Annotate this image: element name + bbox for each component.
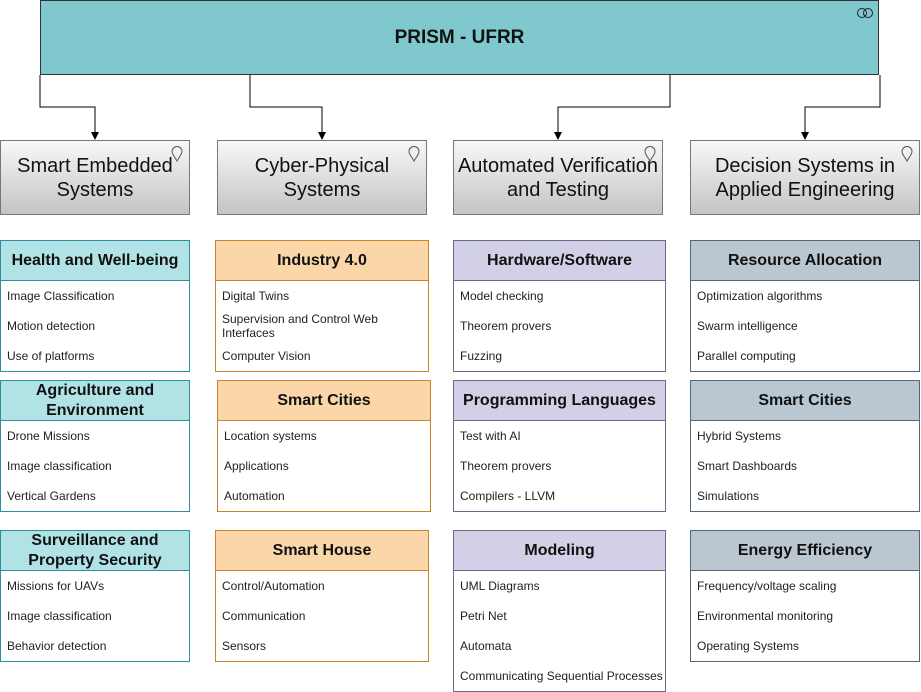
connector-1 [39,75,99,140]
list-item: Communication [222,609,306,623]
pin-icon [901,146,913,162]
card-agriculture-environment[interactable]: Agriculture and Environment Drone Missio… [0,380,190,512]
card-title: Resource Allocation [691,241,919,281]
list-item: Sensors [222,639,267,653]
list-item: Computer Vision [222,349,311,363]
list-item: UML Diagrams [460,579,540,593]
card-title: Surveillance and Property Security [1,531,189,571]
card-smart-house[interactable]: Smart House Control/Automation Communica… [215,530,429,662]
card-title: Agriculture and Environment [1,381,189,421]
list-item: Simulations [697,489,760,503]
list-item: Vertical Gardens [7,489,96,503]
list-item: Test with AI [460,429,521,443]
list-item: Drone Missions [7,429,90,443]
category-label: Automated Verification and Testing [457,154,659,201]
root-node[interactable]: PRISM - UFRR [40,0,879,75]
list-item: Theorem provers [460,459,552,473]
card-title: Smart Cities [218,381,430,421]
list-item: Optimization algorithms [697,289,823,303]
connector-3 [554,75,671,140]
list-item: Petri Net [460,609,507,623]
card-title: Smart House [216,531,428,571]
category-label: Cyber-Physical Systems [254,154,390,201]
list-item: Image Classification [7,289,115,303]
category-label: Decision Systems in Applied Engineering [714,154,896,201]
pin-icon [171,146,183,162]
list-item: Swarm intelligence [697,319,798,333]
list-item: Fuzzing [460,349,503,363]
list-item: Supervision and Control Web Interfaces [222,312,378,340]
card-title: Smart Cities [691,381,919,421]
list-item: Theorem provers [460,319,552,333]
category-smart-embedded-systems[interactable]: Smart Embedded Systems [0,140,190,215]
list-item: Communicating Sequential Processes [460,669,663,683]
list-item: Model checking [460,289,544,303]
pin-icon [644,146,656,162]
linked-rings-icon [857,8,873,18]
list-item: Frequency/voltage scaling [697,579,837,593]
card-title: Programming Languages [454,381,665,421]
card-resource-allocation[interactable]: Resource Allocation Optimization algorit… [690,240,920,372]
card-title: Energy Efficiency [691,531,919,571]
list-item: Location systems [224,429,317,443]
card-title: Health and Well-being [1,241,189,281]
root-title: PRISM - UFRR [394,26,525,48]
card-energy-efficiency[interactable]: Energy Efficiency Frequency/voltage scal… [690,530,920,662]
list-item: Hybrid Systems [697,429,782,443]
card-smart-cities-cps[interactable]: Smart Cities Location systems Applicatio… [217,380,431,512]
list-item: Applications [224,459,289,473]
category-automated-verification[interactable]: Automated Verification and Testing [453,140,663,215]
list-item: Motion detection [7,319,96,333]
card-health-well-being[interactable]: Health and Well-being Image Classificati… [0,240,190,372]
list-item: Environmental monitoring [697,609,834,623]
list-item: Automation [224,489,285,503]
card-surveillance-security[interactable]: Surveillance and Property Security Missi… [0,530,190,662]
card-title: Hardware/Software [454,241,665,281]
category-label: Smart Embedded Systems [17,154,173,201]
card-title: Industry 4.0 [216,241,428,281]
category-cyber-physical-systems[interactable]: Cyber-Physical Systems [217,140,427,215]
list-item: Automata [460,639,512,653]
list-item: Operating Systems [697,639,800,653]
list-item: Behavior detection [7,639,107,653]
connector-2 [249,75,326,140]
list-item: Compilers - LLVM [460,489,556,503]
list-item: Digital Twins [222,289,290,303]
pin-icon [408,146,420,162]
card-industry-4[interactable]: Industry 4.0 Digital Twins Supervision a… [215,240,429,372]
list-item: Image classification [7,609,112,623]
list-item: Missions for UAVs [7,579,105,593]
connector-4 [801,75,881,140]
list-item: Smart Dashboards [697,459,798,473]
category-decision-systems[interactable]: Decision Systems in Applied Engineering [690,140,920,215]
card-modeling[interactable]: Modeling UML Diagrams Petri Net Automata… [453,530,666,692]
list-item: Image classification [7,459,112,473]
list-item: Use of platforms [7,349,95,363]
card-smart-cities-decision[interactable]: Smart Cities Hybrid Systems Smart Dashbo… [690,380,920,512]
card-programming-languages[interactable]: Programming Languages Test with AI Theor… [453,380,666,512]
list-item: Control/Automation [222,579,325,593]
list-item: Parallel computing [697,349,796,363]
card-hardware-software[interactable]: Hardware/Software Model checking Theorem… [453,240,666,372]
card-title: Modeling [454,531,665,571]
